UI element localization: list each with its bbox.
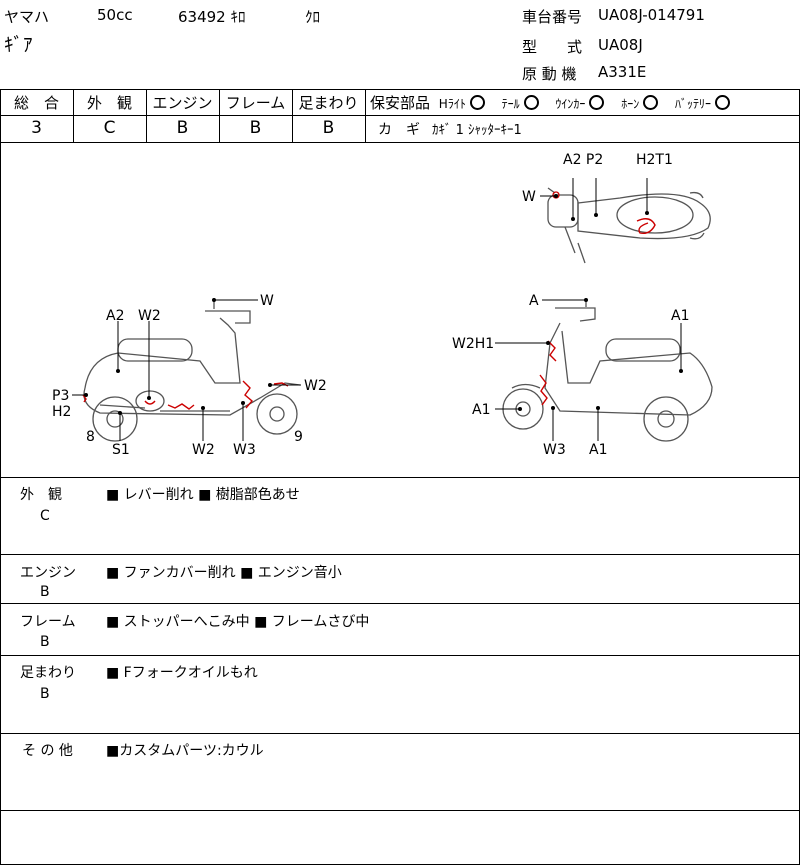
grade-value-suspension: B [322, 118, 335, 138]
diagram-label: W [260, 293, 274, 309]
notes-top-border [0, 477, 800, 478]
safety-item-horn: ﾎｰﾝ [621, 95, 659, 111]
safety-item-tail: ﾃｰﾙ [502, 95, 539, 111]
table-mid-border [0, 115, 800, 116]
grade-header-suspension: 足まわり [298, 94, 359, 112]
diagram-label: W3 [543, 442, 566, 458]
note-category-frame: フレーム [20, 614, 76, 630]
diagram-label: W3 [233, 442, 256, 458]
note-grade-exterior: C [40, 508, 50, 524]
key-label: カ ギ [378, 122, 420, 138]
diagram-label: A1 [671, 308, 689, 324]
diagram-label: W2H1 [452, 336, 494, 352]
note-text-frame: ■ ストッパーへこみ中 ■ フレームさび中 [106, 614, 370, 630]
note-text-other: ■カスタムパーツ:カウル [106, 743, 264, 759]
safety-item-battery: ﾊﾞｯﾃﾘｰ [675, 95, 731, 111]
diagram-label: W [522, 189, 536, 205]
diagram-label: W2 [304, 378, 327, 394]
page-left-border [0, 142, 1, 865]
table-divider [219, 89, 220, 142]
safety-item-winker: ｳｲﾝｶｰ [555, 95, 605, 111]
chassis-value: UA08J-014791 [598, 6, 705, 24]
safety-item-headlight: Hﾗｲﾄ [439, 95, 485, 111]
safety-label: 保安部品 [370, 94, 431, 112]
grade-value-exterior: C [103, 118, 116, 138]
notes-divider [0, 733, 800, 734]
mileage-value: 63492 [178, 8, 226, 26]
ok-circle-icon [469, 95, 485, 110]
damage-diagram: A2 P2 H2T1 W A2 W2 W P3 H2 W2 8 S1 W2 W3… [52, 152, 713, 458]
ok-circle-icon [715, 95, 731, 110]
mileage: 63492 ｷﾛ [178, 6, 246, 27]
grade-header-engine: エンジン [152, 94, 213, 112]
note-category-engine: エンジン [20, 565, 76, 581]
table-bottom-border [0, 142, 800, 143]
engine-value: A331E [598, 63, 647, 81]
note-grade-frame: B [40, 634, 50, 650]
grade-value-overall: 3 [31, 118, 42, 138]
table-divider [365, 89, 366, 142]
grade-header-overall: 総 合 [13, 94, 59, 112]
key-value: ｶｷﾞ 1 ｼｬｯﾀｰｷｰ1 [432, 123, 522, 138]
color: ｸﾛ [305, 8, 321, 26]
notes-divider [0, 603, 800, 604]
chassis-label: 車台番号 [522, 8, 583, 26]
scooter-top-view [547, 187, 711, 264]
diagram-label: A1 [472, 402, 490, 418]
diagram-label: P3 [52, 388, 69, 404]
safety-parts-row: 保安部品 Hﾗｲﾄ ﾃｰﾙ ｳｲﾝｶｰ ﾎｰﾝ ﾊﾞｯﾃﾘｰ [370, 92, 731, 113]
diagram-label: S1 [112, 442, 130, 458]
ok-circle-icon [589, 95, 605, 110]
type-value: UA08J [598, 36, 643, 54]
grade-value-frame: B [249, 118, 262, 138]
note-text-exterior: ■ レバー削れ ■ 樹脂部色あせ [106, 487, 300, 503]
diagram-label: A2 P2 [563, 152, 603, 168]
diagram-label: A2 [106, 308, 124, 324]
table-top-border [0, 89, 800, 90]
diagram-label: 9 [294, 429, 303, 445]
grade-value-engine: B [176, 118, 189, 138]
diagram-label: 8 [86, 429, 95, 445]
note-grade-engine: B [40, 584, 50, 600]
notes-divider [0, 554, 800, 555]
maker: ヤマハ [4, 8, 50, 26]
table-divider [73, 89, 74, 142]
mileage-unit: ｷﾛ [230, 8, 246, 26]
note-category-exterior: 外 観 [20, 487, 62, 503]
ok-circle-icon [643, 95, 659, 110]
note-text-engine: ■ ファンカバー削れ ■ エンジン音小 [106, 565, 342, 581]
table-divider [146, 89, 147, 142]
table-divider [292, 89, 293, 142]
engine-label: 原 動 機 [522, 65, 577, 83]
diagram-label: W2 [138, 308, 161, 324]
diagram-label: W2 [192, 442, 215, 458]
diagram-label: A [529, 293, 539, 309]
diagram-label: A1 [589, 442, 607, 458]
notes-divider [0, 810, 800, 811]
type-label: 型 式 [522, 38, 583, 56]
ok-circle-icon [523, 95, 539, 110]
scooter-right-view [502, 301, 713, 442]
model-name: ｷﾞｱ [4, 34, 33, 56]
notes-divider [0, 655, 800, 656]
table-divider [0, 89, 1, 142]
diagram-label: H2 [52, 404, 71, 420]
grade-header-frame: フレーム [225, 94, 286, 112]
diagram-label: H2T1 [636, 152, 673, 168]
displacement: 50cc [97, 6, 133, 24]
note-grade-suspension: B [40, 686, 50, 702]
note-text-suspension: ■ Fフォークオイルもれ [106, 665, 258, 681]
note-category-other: そ の 他 [22, 743, 73, 759]
note-category-suspension: 足まわり [20, 665, 76, 681]
grade-header-exterior: 外 観 [86, 94, 132, 112]
